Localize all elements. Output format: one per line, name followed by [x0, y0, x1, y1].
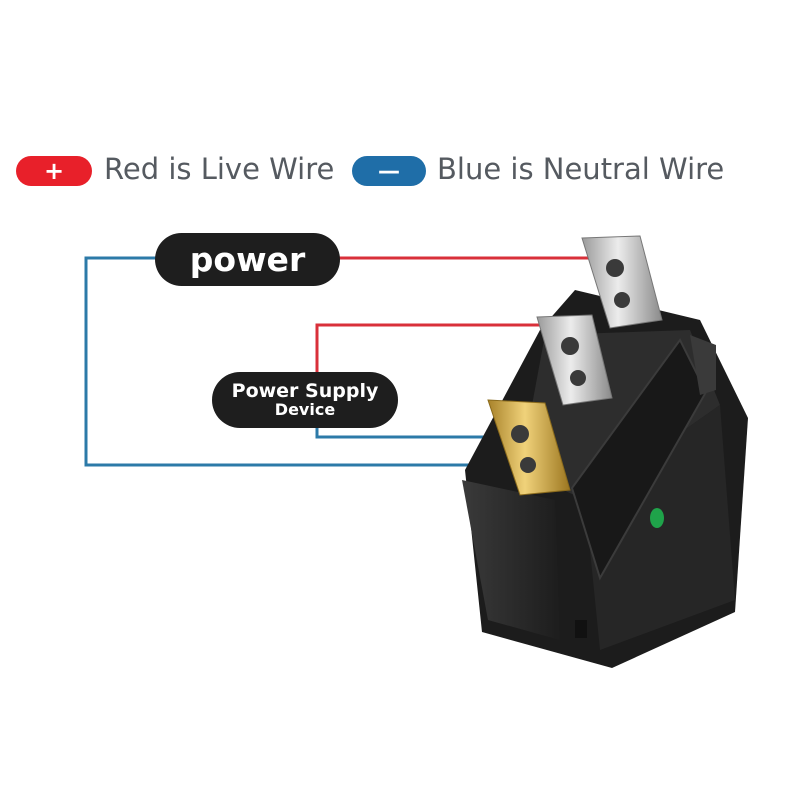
- power-label: power: [155, 233, 340, 286]
- plus-icon: +: [43, 157, 65, 185]
- minus-icon: —: [378, 158, 400, 184]
- wires: [84, 256, 600, 467]
- device-label-line1: Power Supply: [231, 379, 379, 402]
- power-label-text: power: [189, 240, 306, 279]
- terminal-brass: [487, 399, 571, 496]
- bottom-clip: [575, 620, 587, 638]
- live-wire-middle: [315, 323, 555, 378]
- neutral-legend-label: Blue is Neutral Wire: [437, 152, 725, 186]
- neutral-legend-badge: —: [352, 156, 426, 186]
- switch-housing-side: [462, 480, 560, 640]
- power-supply-device-label: Power Supply Device: [212, 372, 398, 428]
- terminal-top: [581, 235, 663, 329]
- switch-front-face: [585, 405, 735, 650]
- neutral-wire-outer: [84, 256, 505, 467]
- live-legend-badge: +: [16, 156, 92, 186]
- terminal-middle: [536, 314, 613, 406]
- live-legend-label: Red is Live Wire: [104, 152, 335, 186]
- indicator-light: [650, 508, 664, 528]
- side-tab: [690, 335, 716, 395]
- device-label-line2: Device: [274, 399, 336, 419]
- rocker-switch: [462, 290, 748, 668]
